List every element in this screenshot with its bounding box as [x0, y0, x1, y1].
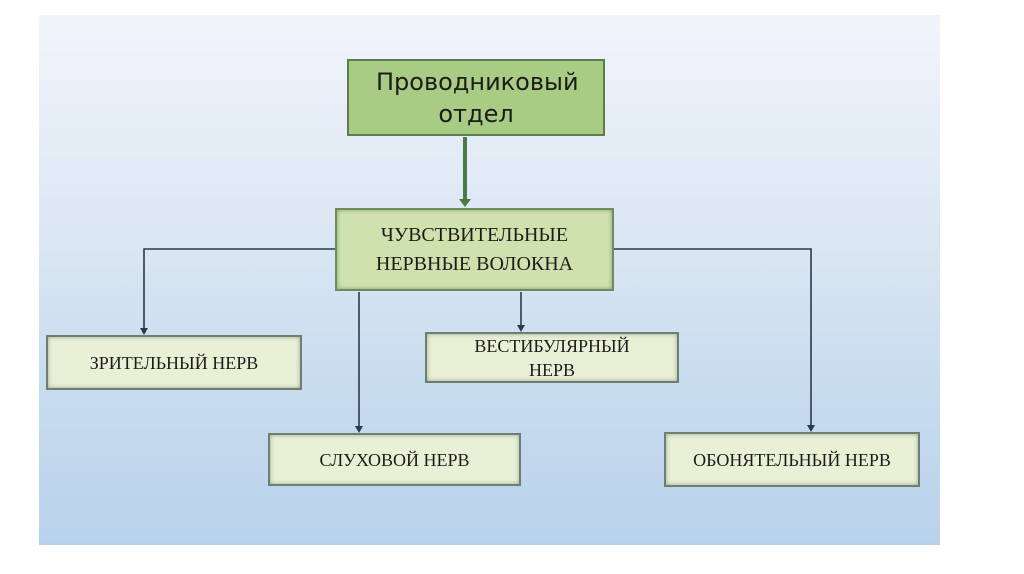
- leaf-node-label: ЗРИТЕЛЬНЫЙ НЕРВ: [89, 352, 259, 373]
- leaf-node-label: СЛУХОВОЙ НЕРВ: [319, 449, 470, 470]
- connector-to-obonyatelny: [614, 248, 812, 426]
- arrowhead-zritelny: [140, 328, 148, 335]
- root-node-label: Проводниковый отдел: [376, 67, 579, 128]
- leaf-node-obonyatelny: ОБОНЯТЕЛЬНЫЙ НЕРВ: [664, 432, 920, 487]
- arrowhead-sluhovoy: [355, 426, 363, 433]
- child-node-label: ЧУВСТВИТЕЛЬНЫЕ НЕРВНЫЕ ВОЛОКНА: [375, 223, 574, 275]
- arrowhead-obonyatelny: [807, 425, 815, 432]
- leaf-node-zritelny: ЗРИТЕЛЬНЫЙ НЕРВ: [46, 335, 302, 390]
- leaf-node-sluhovoy: СЛУХОВОЙ НЕРВ: [268, 433, 521, 486]
- leaf-node-label: ОБОНЯТЕЛЬНЫЙ НЕРВ: [693, 449, 891, 470]
- root-to-child-arrowhead: [459, 199, 471, 207]
- leaf-node-vestibular: ВЕСТИБУЛЯРНЫЙ НЕРВ: [425, 332, 679, 383]
- root-node: Проводниковый отдел: [347, 59, 605, 136]
- arrowhead-vestibular: [517, 325, 525, 332]
- child-node: ЧУВСТВИТЕЛЬНЫЕ НЕРВНЫЕ ВОЛОКНА: [335, 208, 614, 291]
- leaf-node-label: ВЕСТИБУЛЯРНЫЙ НЕРВ: [474, 335, 630, 380]
- connector-to-zritelny: [143, 248, 335, 329]
